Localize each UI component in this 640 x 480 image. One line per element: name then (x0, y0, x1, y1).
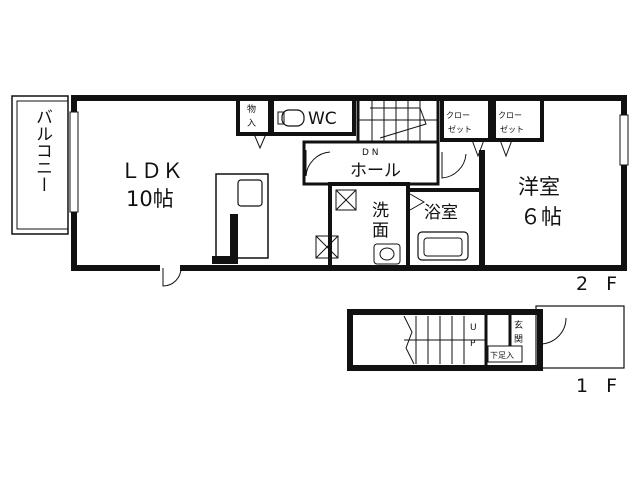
first-floor: U P 玄 関 下足入 1 F (347, 305, 625, 397)
closet-left-label-1: クロー (446, 111, 470, 120)
western-window (619, 114, 629, 166)
stairs-down-steps (358, 98, 438, 142)
dn-label: D N (362, 148, 379, 158)
stairs-arrow (370, 107, 427, 139)
kitchen-wall-base (212, 256, 232, 264)
balcony-window (69, 111, 79, 213)
ldk-door-gap (160, 264, 180, 272)
entrance-door-swing (539, 317, 567, 345)
first-floor-label: 1 F (576, 375, 623, 397)
closet-right-label-2: ゼット (500, 124, 524, 134)
washroom-label-1: 洗 (372, 201, 389, 221)
bath-label: 浴室 (424, 203, 458, 223)
bath-door-mark (409, 193, 426, 211)
bath-wall (406, 188, 484, 270)
shoe-box (487, 345, 523, 363)
bathtub-icon (417, 231, 469, 261)
up-label-2: P (470, 339, 476, 349)
second-floor-label: 2 F (576, 273, 623, 295)
entrance-label-2: 関 (514, 334, 523, 345)
storage-label-1: 物 (247, 103, 256, 115)
entrance-label-1: 玄 (514, 319, 523, 331)
washroom-wall (328, 182, 410, 270)
toilet-icon (281, 109, 305, 127)
western-room-size: ６帖 (520, 205, 562, 229)
ldk-label: ＬＤＫ (120, 159, 183, 183)
closet-right-label-1: クロー (498, 111, 522, 120)
closet-left-wall (440, 96, 492, 142)
western-door-swing (441, 152, 467, 179)
hall-label: ホール (350, 161, 401, 181)
shoe-box-label: 下足入 (490, 351, 514, 360)
balcony-label: バルコニー (32, 108, 52, 193)
washroom-label-2: 面 (372, 221, 389, 241)
stairs-up-steps (404, 316, 486, 364)
storage-label-2: 入 (247, 118, 256, 129)
closet-right-door-mark (499, 139, 513, 158)
wash-basin-icon (373, 243, 401, 265)
kitchen-sink-icon (237, 179, 263, 207)
washing-machine-box (315, 235, 339, 259)
wc-label: WC (308, 109, 337, 129)
wc-wall (270, 96, 356, 136)
hall-door-swing (305, 150, 331, 177)
balcony-inner (16, 100, 69, 230)
closet-right-wall (492, 96, 544, 142)
toilet-tank-icon (277, 111, 285, 125)
entrance-porch (535, 305, 625, 369)
washer-box (335, 189, 357, 211)
stairs-break-line (403, 315, 415, 365)
second-floor: バルコニー ＬＤＫ 10帖 物 入 WC D N ホール クロー ゼット クロー… (11, 95, 629, 295)
up-label-1: U (470, 323, 477, 333)
ldk-size: 10帖 (126, 187, 174, 211)
closet-left-label-2: ゼット (448, 124, 472, 134)
ldk-door-swing (162, 267, 182, 287)
western-room-label: 洋室 (518, 175, 560, 199)
closet-left-door-mark (471, 139, 485, 158)
kitchen-wall (230, 214, 238, 264)
kitchen-counter (215, 173, 269, 259)
storage-door-mark (253, 133, 267, 150)
